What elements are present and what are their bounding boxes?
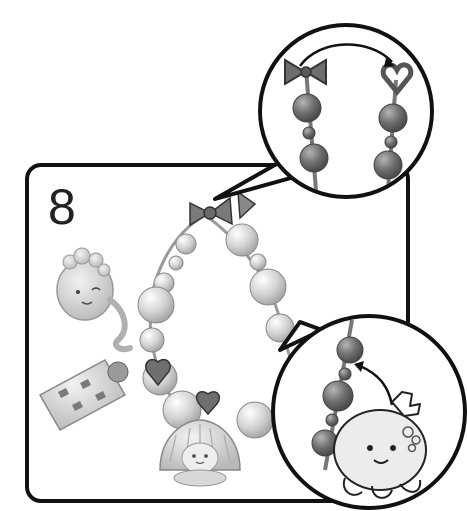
bead xyxy=(237,402,273,438)
bead xyxy=(250,254,266,270)
bead xyxy=(176,234,196,254)
bead xyxy=(293,94,321,122)
bead xyxy=(339,368,351,380)
step-number: 8 xyxy=(48,178,108,236)
bead xyxy=(374,151,402,179)
bead xyxy=(300,144,328,172)
bead xyxy=(303,127,315,139)
bead xyxy=(379,104,407,132)
bead xyxy=(323,381,353,411)
bead xyxy=(226,224,258,256)
bead xyxy=(138,287,174,323)
bead xyxy=(140,328,164,352)
bead xyxy=(326,414,338,426)
bead xyxy=(385,136,397,148)
bead xyxy=(250,269,286,305)
top-zoom-callout xyxy=(260,25,432,197)
bead xyxy=(337,337,363,363)
bead xyxy=(169,256,183,270)
bottom-zoom-callout xyxy=(273,316,465,508)
